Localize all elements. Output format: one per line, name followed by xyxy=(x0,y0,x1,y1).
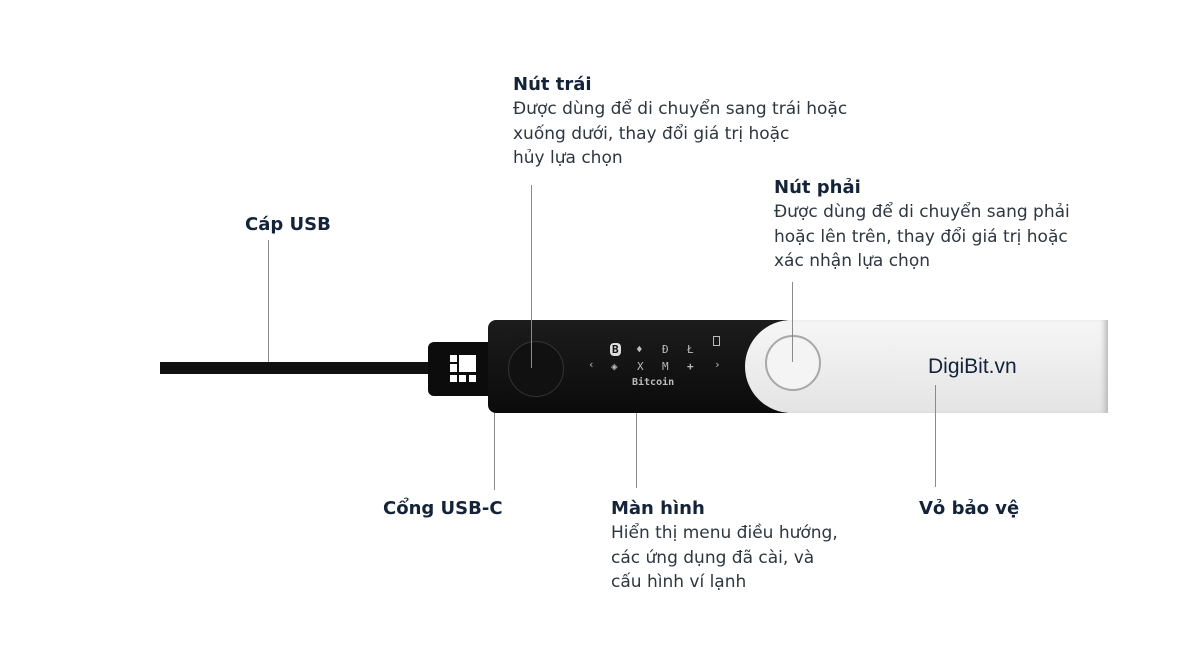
dogecoin-icon: Đ xyxy=(662,343,669,356)
left-button-desc-3: hủy lựa chọn xyxy=(513,148,623,168)
ethereum-icon: ♦ xyxy=(636,343,643,356)
left-button-title: Nút trái xyxy=(513,74,592,95)
left-button-desc-1: Được dùng để di chuyển sang trái hoặc xyxy=(513,99,848,119)
shield-icon: ◈ xyxy=(611,360,618,373)
screen-title: Màn hình xyxy=(611,498,705,519)
brand-text: DigiBit.vn xyxy=(928,355,1017,378)
right-button-leader xyxy=(792,282,793,362)
usb-cable-leader xyxy=(268,240,269,362)
right-button[interactable] xyxy=(765,335,821,391)
screen-desc-2: các ứng dụng đã cài, và xyxy=(611,547,815,568)
usb-cable xyxy=(160,362,435,374)
ledger-logo-icon xyxy=(450,355,476,382)
nav-right-icon: › xyxy=(714,358,721,371)
left-button-desc-2: xuống dưới, thay đổi giá trị hoặc xyxy=(513,123,790,144)
screen-desc-1: Hiển thị menu điều hướng, xyxy=(611,523,838,543)
usb-c-leader xyxy=(494,413,495,490)
right-button-desc-2: hoặc lên trên, thay đổi giá trị hoặc xyxy=(774,226,1068,247)
usb-c-port-label: Cổng USB-C xyxy=(383,498,503,519)
battery-icon xyxy=(713,336,720,346)
right-button-desc-3: xác nhận lựa chọn xyxy=(774,251,930,271)
monero-icon: M xyxy=(662,360,669,373)
screen-leader xyxy=(636,413,637,488)
left-button[interactable] xyxy=(508,341,564,397)
screen-callout: Màn hình Hiển thị menu điều hướng, các ứ… xyxy=(611,497,838,595)
cover-label: Vỏ bảo vệ xyxy=(919,498,1020,519)
right-button-desc-1: Được dùng để di chuyển sang phải xyxy=(774,202,1070,222)
left-button-leader xyxy=(531,185,532,368)
usb-cable-label: Cáp USB xyxy=(245,214,331,235)
right-button-callout: Nút phải Được dùng để di chuyển sang phả… xyxy=(774,176,1070,274)
bitcoin-icon: B xyxy=(610,343,621,356)
screen-app-name: Bitcoin xyxy=(632,377,675,388)
add-icon: + xyxy=(687,360,694,373)
usb-c-connector xyxy=(428,342,490,396)
cover-leader xyxy=(935,385,936,487)
left-button-callout: Nút trái Được dùng để di chuyển sang trá… xyxy=(513,73,847,171)
litecoin-icon: Ł xyxy=(687,343,694,356)
xrp-icon: X xyxy=(637,360,644,373)
screen-desc-3: cấu hình ví lạnh xyxy=(611,572,747,592)
nav-left-icon: ‹ xyxy=(588,358,595,371)
device-screen: ‹ › B ♦ Đ Ł ◈ X M + Bitcoin xyxy=(580,336,730,396)
right-button-title: Nút phải xyxy=(774,177,861,198)
